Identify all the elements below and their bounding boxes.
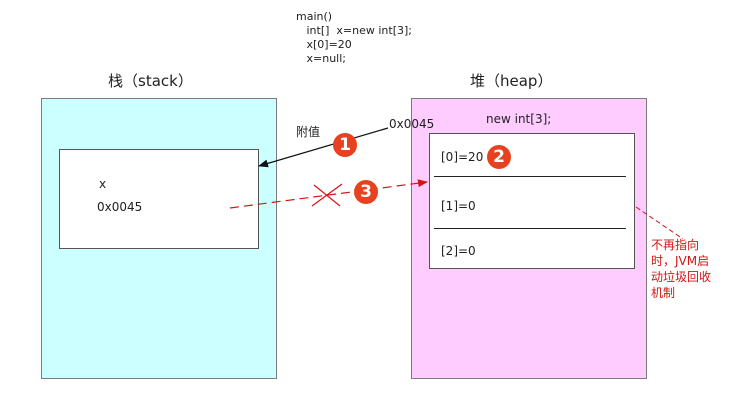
step-badge-1: 1	[333, 133, 357, 157]
reference-arrow-dashed	[229, 179, 428, 209]
cell-divider	[434, 228, 626, 229]
variable-value: 0x0045	[97, 200, 143, 214]
code-line: x=null;	[296, 52, 346, 65]
stack-variable-box: x 0x0045	[59, 149, 259, 249]
array-cell: [0]=20	[441, 150, 484, 164]
assign-arrow	[258, 127, 389, 168]
code-line: main()	[296, 10, 333, 23]
code-line: int[] x=new int[3];	[296, 24, 412, 37]
heap-array-box: [0]=20 [1]=0 [2]=0	[429, 133, 635, 269]
gc-note: 不再指向 时，JVM启 动垃圾回收 机制	[651, 238, 712, 300]
stack-title: 栈（stack）	[108, 72, 193, 90]
heap-title: 堆（heap）	[470, 72, 553, 90]
address-label: 0x0045	[389, 117, 435, 131]
heap-label: new int[3];	[486, 112, 552, 126]
cell-divider	[434, 176, 626, 177]
step-badge-2: 2	[487, 145, 511, 169]
code-line: x[0]=20	[296, 38, 352, 51]
variable-name: x	[99, 177, 107, 191]
array-cell: [1]=0	[441, 199, 476, 213]
array-cell: [2]=0	[441, 244, 476, 258]
code-block: main() int[] x=new int[3]; x[0]=20 x=nul…	[296, 10, 412, 66]
assign-label: 附值	[296, 125, 321, 139]
note-pointer-dashed	[635, 206, 684, 240]
step-badge-3: 3	[354, 180, 378, 204]
cross-mark-icon	[311, 183, 343, 207]
